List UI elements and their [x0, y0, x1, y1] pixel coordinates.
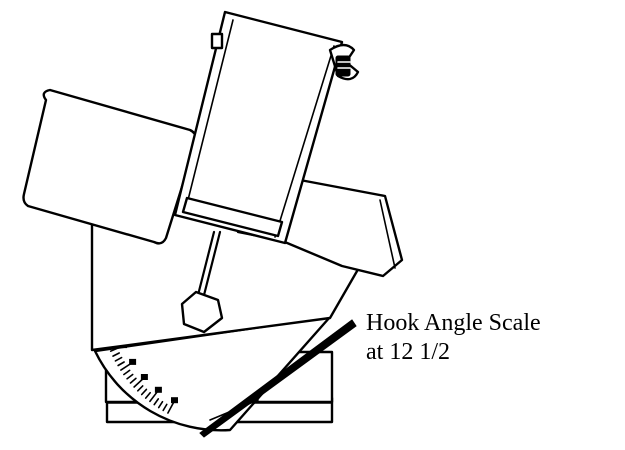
pendulum [180, 230, 224, 334]
scale-mark [129, 358, 137, 365]
scale-minor-tick [126, 373, 134, 380]
scale-minor-tick [140, 388, 148, 396]
scale-minor-tick [157, 400, 164, 409]
motor-housing [22, 88, 198, 245]
callout-line-1: Hook Angle Scale [366, 310, 541, 336]
angle-indicator [199, 319, 357, 438]
scale-minor-tick [137, 385, 144, 392]
scale-minor-tick [112, 352, 120, 357]
scale-minor-tick [153, 398, 160, 406]
scale-mark [140, 374, 148, 380]
hook-angle-callout: Hook Angle Scale at 12 1/2 [366, 309, 541, 367]
vertical-frame [173, 10, 344, 245]
clamp-knob [210, 32, 224, 50]
scale-minor-tick [123, 369, 131, 376]
scale-mark [154, 386, 162, 393]
scale-minor-tick [129, 377, 137, 384]
callout-line-2: at 12 1/2 [366, 339, 450, 365]
scale-minor-tick [144, 391, 151, 399]
wing-nut [328, 43, 360, 81]
scale-minor-tick [117, 361, 125, 367]
scale-mark [171, 397, 178, 404]
pendulum-weight [180, 290, 224, 334]
scale-minor-tick [114, 356, 123, 362]
crossbar [181, 196, 284, 238]
scale-minor-tick [162, 403, 168, 412]
